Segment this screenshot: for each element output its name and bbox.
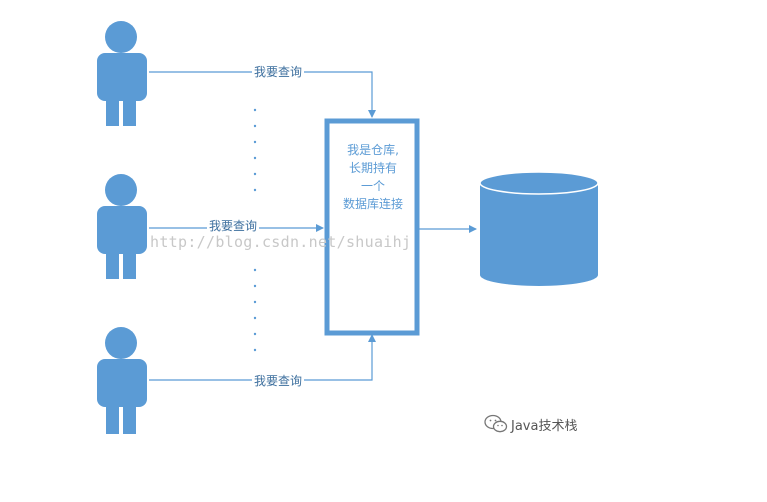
ellipsis-dots [253, 108, 257, 352]
query-label-top: 我要查询 [252, 65, 305, 79]
brand-badge: Java技术栈 [484, 414, 577, 434]
person-icon [97, 327, 147, 434]
query-connector-top [149, 71, 376, 118]
query-label-bottom: 我要查询 [252, 374, 305, 388]
wechat-icon [484, 414, 508, 433]
warehouse-text-line: 数据库连接 [342, 197, 403, 211]
person-icon [97, 21, 147, 126]
query-label-middle: 我要查询 [207, 219, 260, 233]
warehouse-text-line: 长期持有 [348, 161, 397, 175]
query-connector-bottom [149, 334, 376, 381]
warehouse-text-line: 我是仓库, [347, 143, 399, 157]
person-icon [97, 174, 147, 279]
watermark-url: http://blog.csdn.net/shuaihj [150, 233, 412, 251]
warehouse-text-line: 一个 [360, 179, 385, 193]
warehouse-text: 我是仓库, 长期持有 一个 数据库连接 [333, 141, 413, 213]
brand-name: Java技术栈 [511, 418, 578, 434]
database-icon [479, 171, 599, 286]
warehouse-box [324, 118, 420, 336]
